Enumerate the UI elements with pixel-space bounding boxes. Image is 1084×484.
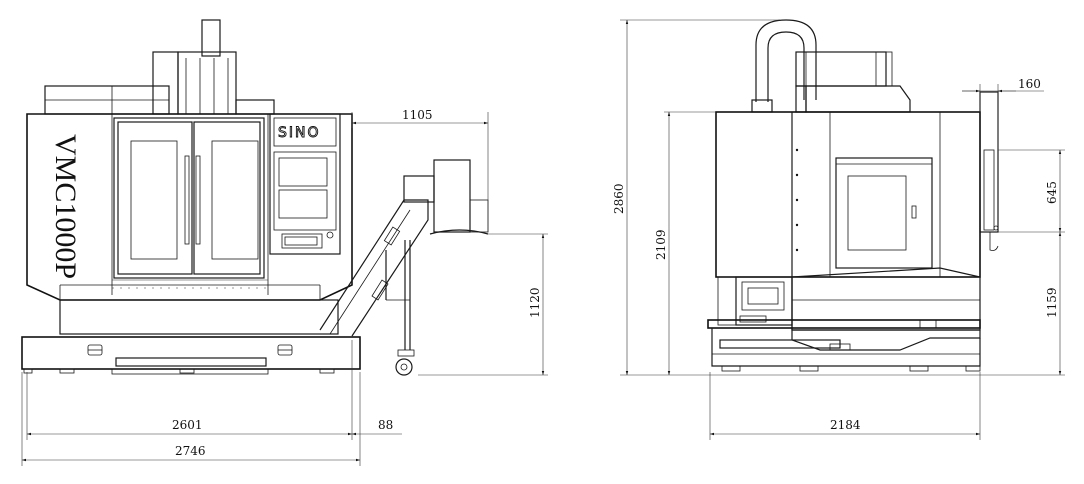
dim-offset: 88: [378, 418, 393, 432]
side-dimensions: 2860 2109 160 645 1159 2184: [612, 19, 1065, 440]
dim-total-height: 2860: [612, 183, 626, 214]
dim-panel-bottom-height: 1159: [1045, 287, 1059, 318]
dim-total-width: 2746: [175, 444, 206, 458]
dim-base-width: 2601: [172, 418, 203, 432]
dim-conveyor-width: 1105: [402, 108, 433, 122]
spindle-head: [152, 19, 275, 115]
side-spindle-head: [795, 51, 911, 113]
chip-conveyor: [319, 159, 489, 376]
rivets: [795, 148, 799, 252]
front-view: VMC1000P SINO: [21, 19, 548, 466]
main-enclosure: [26, 113, 353, 335]
top-housing: [44, 85, 170, 115]
cable-loop: [751, 19, 817, 113]
dim-conveyor-height: 1120: [528, 287, 542, 318]
base-plinth: [21, 336, 361, 375]
front-dimensions: 1105 1120 2601 88 2746: [21, 108, 548, 466]
dim-cabinet-height: 2109: [654, 229, 668, 260]
dim-depth: 2184: [830, 418, 861, 432]
side-lower-body: [791, 267, 981, 351]
brand-logo: SINO: [278, 125, 321, 141]
electrical-box: [717, 276, 793, 326]
side-right-panel: [979, 91, 999, 251]
side-base: [707, 319, 981, 372]
dim-panel-offset: 160: [1018, 77, 1041, 91]
side-view: 2860 2109 160 645 1159 2184: [612, 19, 1065, 440]
side-cabinet: [715, 111, 981, 330]
front-doors: [113, 117, 265, 279]
dim-panel-height: 645: [1045, 181, 1059, 204]
control-panel: SINO: [269, 113, 341, 255]
model-label: VMC1000P: [49, 134, 82, 279]
